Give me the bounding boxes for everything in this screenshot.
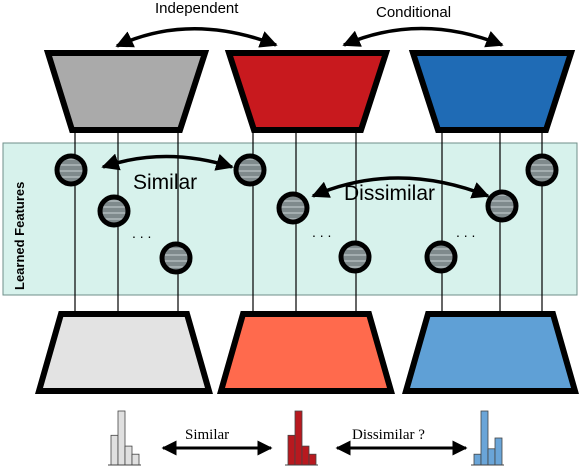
histogram-red-bar-3: [301, 445, 310, 466]
histogram-blue-bar-4: [494, 437, 503, 466]
bottom-dissimilar-label: Dissimilar ?: [352, 427, 425, 443]
encoder-blue: [408, 50, 576, 133]
feature-blue-3: [525, 153, 559, 187]
dots-middle: . . .: [312, 224, 331, 240]
feature-gray-1: [54, 153, 88, 187]
histogram-red-bar-4: [308, 453, 317, 466]
encoder-gray: [43, 50, 210, 133]
learned-features-label: Learned Features: [12, 182, 27, 290]
histogram-gray-bar-2: [117, 410, 126, 466]
histogram-blue-bar-2: [480, 410, 489, 466]
feature-gray-3: [159, 241, 193, 275]
dots-left: . . .: [132, 225, 151, 241]
feature-red-1: [233, 153, 267, 187]
dots-right: . . .: [456, 224, 475, 240]
encoder-red: [224, 50, 391, 133]
histogram-blue: [471, 410, 504, 466]
histogram-red: [285, 410, 318, 466]
histogram-blue-bar-1: [473, 453, 482, 466]
histogram-red-bar-2: [294, 410, 303, 466]
histogram-gray-bar-4: [131, 453, 140, 466]
bottom-similar-label: Similar: [185, 427, 229, 443]
conditional-label: Conditional: [376, 4, 451, 21]
feature-gray-2: [97, 194, 131, 228]
feature-red-2: [276, 191, 310, 225]
histogram-gray-bar-3: [124, 445, 133, 466]
feature-blue-1: [424, 240, 458, 274]
feature-blue-2: [485, 189, 519, 223]
similar-features-arrow: [101, 153, 234, 171]
dissimilar-features-arrow: [311, 176, 490, 199]
dissimilar-features-label: Dissimilar: [344, 182, 435, 205]
conditional-arrow: [342, 26, 504, 48]
independent-label: Independent: [155, 0, 239, 17]
decoder-blue: [402, 311, 579, 394]
feature-circles: [54, 153, 559, 275]
independent-arrow: [115, 27, 278, 48]
histogram-blue-bar-3: [487, 448, 496, 466]
histogram-gray: [108, 410, 141, 466]
decoder-red: [217, 311, 395, 394]
histogram-red-bar-1: [287, 434, 296, 466]
decoder-gray: [35, 311, 213, 394]
feature-red-3: [338, 240, 372, 274]
histogram-gray-bar-1: [110, 434, 119, 466]
similar-features-label: Similar: [133, 171, 197, 194]
